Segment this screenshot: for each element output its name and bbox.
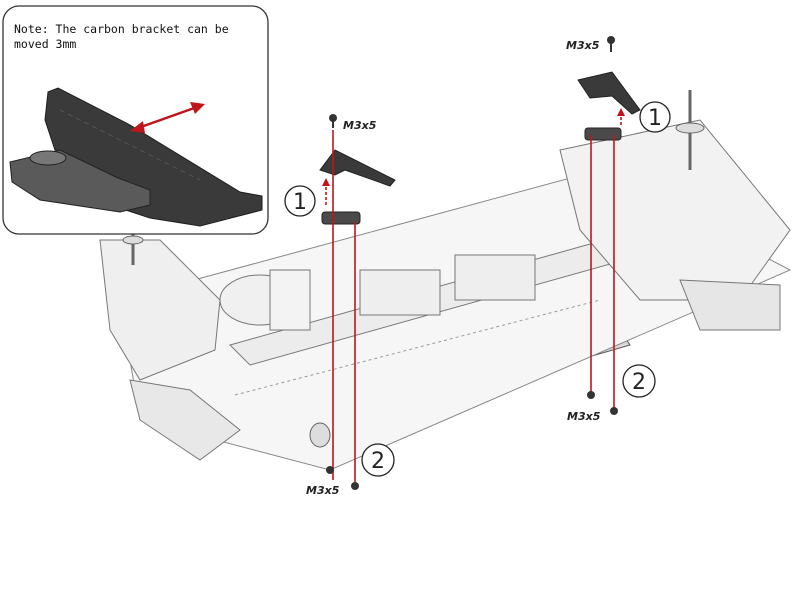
callout-step1-left: 1 [284, 185, 316, 217]
inset-note-line2: moved 3mm [14, 37, 77, 51]
screw-label-top-left: M3x5 [343, 119, 377, 132]
screw-label-top-right: M3x5 [566, 39, 600, 52]
right-bottom-screw-2 [610, 407, 618, 415]
inset-panel [2, 5, 269, 235]
chassis-drawing [99, 90, 792, 471]
callout-step1-left-label: 1 [293, 190, 307, 215]
left-bottom-screw-1 [326, 466, 334, 474]
inset-move-arrow [137, 105, 198, 130]
left-bottom-screw-2 [351, 482, 359, 490]
callout-step2-left-label: 2 [371, 449, 385, 474]
left-mount-block [321, 211, 361, 225]
screw-label-bottom-right: M3x5 [567, 410, 601, 423]
right-mount-block [584, 127, 622, 141]
inset-note: Note: The carbon bracket can be moved 3m… [14, 22, 254, 52]
left-carbon-bracket [319, 149, 396, 187]
right-bracket-assembly [577, 36, 641, 415]
callout-step2-right-label: 2 [632, 370, 646, 395]
inset-note-line1: Note: The carbon bracket can be [14, 22, 229, 36]
screw-label-bottom-left: M3x5 [306, 484, 340, 497]
right-carbon-bracket [577, 71, 641, 115]
callout-step2-right: 2 [622, 364, 656, 398]
callout-step1-right: 1 [639, 101, 671, 133]
callout-step1-right-label: 1 [648, 106, 662, 131]
left-bracket-assembly [319, 114, 396, 490]
right-bottom-screw-1 [587, 391, 595, 399]
callout-step2-left: 2 [361, 443, 395, 477]
